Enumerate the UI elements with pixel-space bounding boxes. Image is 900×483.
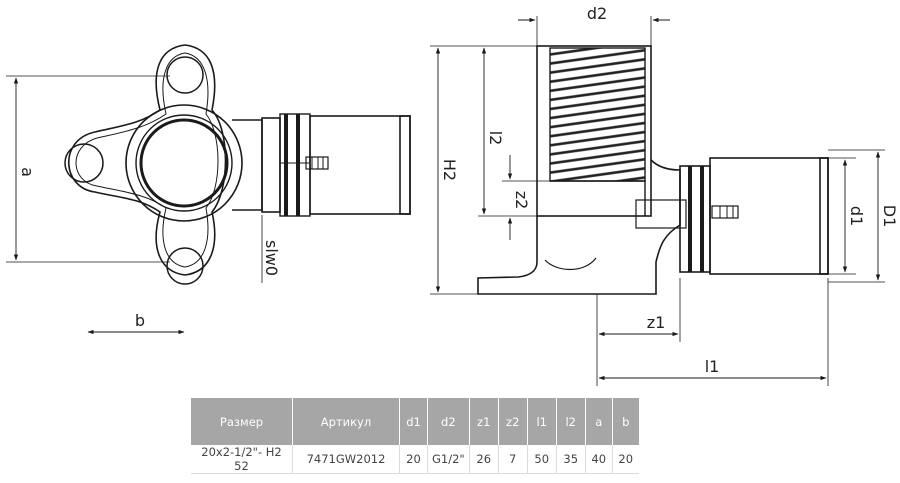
dimension-d2-label: d2: [587, 4, 607, 23]
col-header-size: Размер: [191, 398, 293, 445]
dimension-z1-label: z1: [647, 313, 666, 332]
cell-size: 20x2-1/2"- H2 52: [191, 445, 293, 474]
side-view: d2 H2 l2 z2 d1 D1 z1 l1: [430, 4, 899, 386]
dimension-l2-label: l2: [486, 131, 505, 146]
dimension-D1-label: D1: [880, 205, 899, 228]
col-header-article: Артикул: [292, 398, 400, 445]
dimension-l1-label: l1: [705, 357, 720, 376]
dimension-d1-label: d1: [847, 206, 866, 226]
front-view: a b slw0: [6, 44, 411, 335]
cell-d1: 20: [399, 445, 428, 474]
col-header-a: a: [585, 398, 613, 445]
col-header-z2: z2: [498, 398, 528, 445]
col-header-d2: d2: [427, 398, 470, 445]
col-header-l2: l2: [556, 398, 586, 445]
cell-l2: 35: [556, 445, 586, 474]
dimension-b-label: b: [135, 311, 145, 330]
cell-z1: 26: [469, 445, 499, 474]
technical-drawing: a b slw0 d2: [6, 4, 899, 386]
cell-z2: 7: [498, 445, 528, 474]
dimension-H2-label: H2: [440, 159, 459, 181]
cell-l1: 50: [527, 445, 557, 474]
dimension-a-label: a: [18, 167, 37, 177]
col-header-b: b: [612, 398, 639, 445]
cell-article: 7471GW2012: [292, 445, 400, 474]
col-header-d1: d1: [399, 398, 428, 445]
cell-d2: G1/2": [427, 445, 470, 474]
cell-b: 20: [612, 445, 639, 474]
col-header-z1: z1: [469, 398, 499, 445]
table-row: 20x2-1/2"- H2 52 7471GW2012 20 G1/2" 26 …: [191, 445, 639, 474]
table-header-row: Размер Артикул d1 d2 z1 z2 l1 l2 a b: [191, 398, 639, 445]
dimension-z2-label: z2: [512, 191, 531, 210]
col-header-l1: l1: [527, 398, 557, 445]
cell-a: 40: [585, 445, 613, 474]
dimension-slw0-label: slw0: [262, 240, 281, 276]
spec-table: Размер Артикул d1 d2 z1 z2 l1 l2 a b 20x…: [191, 398, 639, 474]
